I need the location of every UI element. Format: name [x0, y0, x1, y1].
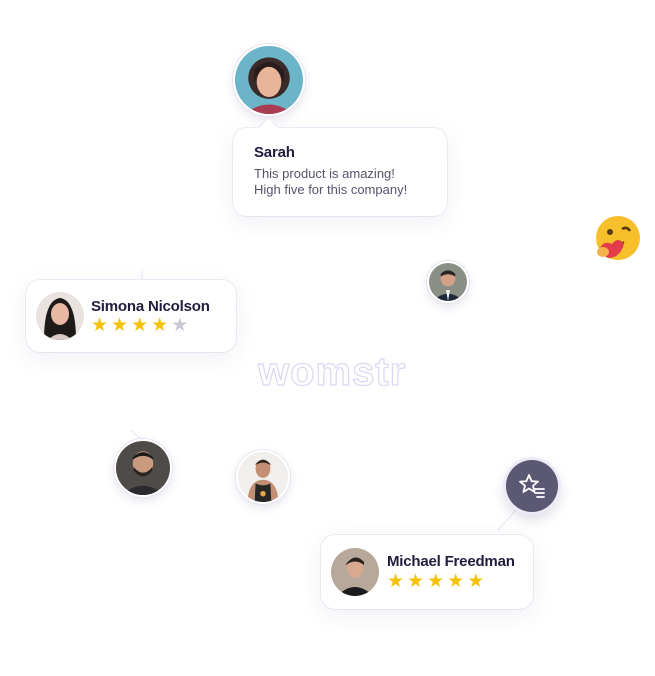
avatar-man-tank-top — [236, 450, 290, 504]
rating-stars: ★ ★ ★ ★ ★ — [387, 572, 484, 591]
star-icon-filled: ★ — [91, 315, 109, 336]
review-card-sarah: Sarah This product is amazing! High five… — [233, 116, 447, 216]
review-card-michael: Michael Freedman ★ ★ ★ ★ ★ — [321, 535, 533, 609]
review-text-line-2: High five for this company! — [254, 182, 408, 197]
star-list-icon — [506, 460, 558, 512]
star-icon-filled: ★ — [427, 571, 445, 592]
star-icon-filled: ★ — [151, 315, 169, 336]
star-icon-empty: ★ — [171, 315, 189, 336]
star-icon-filled: ★ — [447, 571, 465, 592]
review-text-line-1: This product is amazing! — [254, 166, 395, 181]
hugging-heart-emoji-icon — [594, 214, 642, 262]
avatar-bearded-man — [114, 439, 172, 497]
review-card-simona: Simona Nicolson ★ ★ ★ ★ ★ — [26, 280, 236, 352]
star-icon-filled: ★ — [131, 315, 149, 336]
reviewer-name: Michael Freedman — [387, 553, 515, 570]
avatar-simona — [36, 292, 84, 340]
avatar-man-suit — [427, 261, 469, 303]
avatar-sarah — [233, 44, 305, 116]
reviewer-name: Sarah — [254, 144, 295, 161]
star-icon-filled: ★ — [111, 315, 129, 336]
star-icon-filled: ★ — [467, 571, 485, 592]
avatar-michael — [331, 548, 379, 596]
rating-stars: ★ ★ ★ ★ ★ — [91, 316, 188, 335]
star-icon-filled: ★ — [387, 571, 405, 592]
star-icon-filled: ★ — [407, 571, 425, 592]
reviewer-name: Simona Nicolson — [91, 298, 210, 315]
brand-wordmark: womstr — [257, 349, 407, 394]
